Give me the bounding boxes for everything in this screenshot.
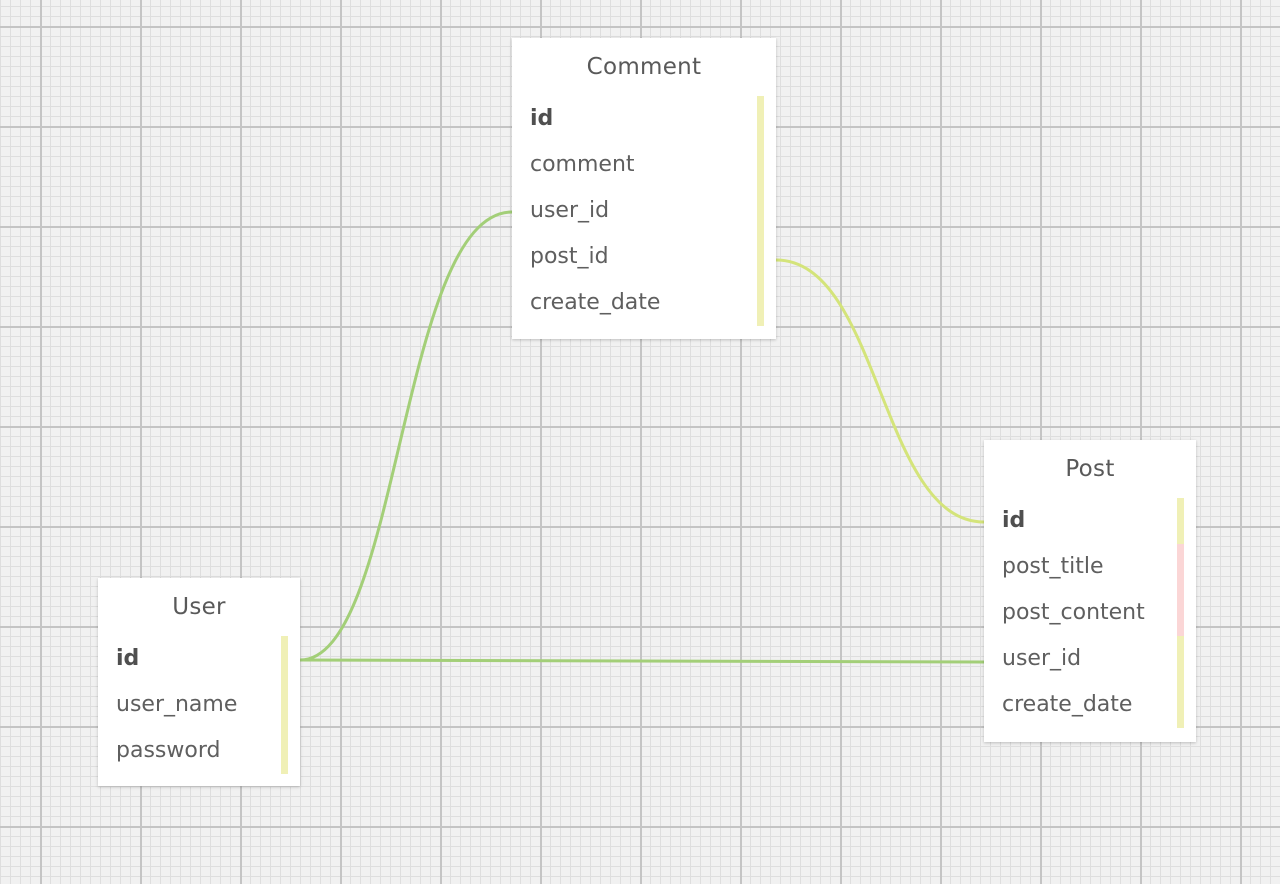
field-comment-post-id[interactable]: post_id: [512, 234, 776, 280]
field-comment-user-id[interactable]: user_id: [512, 188, 776, 234]
field-key-bar: [757, 234, 764, 280]
field-user-user-name[interactable]: user_name: [98, 682, 300, 728]
table-title-comment[interactable]: Comment: [586, 54, 702, 80]
field-post-id[interactable]: id: [984, 498, 1196, 544]
table-title-user[interactable]: User: [172, 594, 226, 620]
relation-user-id-post-user-id[interactable]: [299, 658, 985, 664]
field-user-password[interactable]: password: [98, 728, 300, 774]
field-label: create_date: [530, 290, 661, 315]
field-nonkey-bar: [1177, 544, 1184, 590]
field-post-create-date[interactable]: create_date: [984, 682, 1196, 728]
field-label: post_id: [530, 244, 609, 269]
field-nonkey-bar: [1177, 590, 1184, 636]
field-key-bar: [281, 728, 288, 774]
field-label: id: [116, 646, 140, 671]
field-post-post-title[interactable]: post_title: [984, 544, 1196, 590]
field-comment-comment[interactable]: comment: [512, 142, 776, 188]
field-list-post: id post_title post_content user_id creat…: [984, 498, 1196, 728]
field-comment-create-date[interactable]: create_date: [512, 280, 776, 326]
relation-user-id-comment-user-id[interactable]: [299, 210, 513, 662]
field-label: post_content: [1002, 600, 1145, 625]
field-key-bar: [757, 280, 764, 326]
field-key-bar: [1177, 636, 1184, 682]
field-label: user_id: [530, 198, 610, 223]
field-key-bar: [1177, 498, 1184, 544]
field-key-bar: [757, 142, 764, 188]
field-post-post-content[interactable]: post_content: [984, 590, 1196, 636]
field-label: user_name: [116, 692, 238, 717]
table-title-post[interactable]: Post: [1065, 456, 1115, 482]
field-key-bar: [1177, 682, 1184, 728]
field-label: user_id: [1002, 646, 1082, 671]
field-user-id[interactable]: id: [98, 636, 300, 682]
table-comment[interactable]: Comment id comment user_id post_id creat…: [512, 38, 776, 339]
field-label: create_date: [1002, 692, 1133, 717]
field-list-comment: id comment user_id post_id create_date: [512, 96, 776, 326]
table-user[interactable]: User id user_name password: [98, 578, 300, 786]
field-label: comment: [530, 152, 635, 177]
relation-comment-post-id-post-id[interactable]: [775, 258, 985, 524]
field-label: id: [1002, 508, 1026, 533]
field-key-bar: [281, 636, 288, 682]
field-key-bar: [281, 682, 288, 728]
field-label: password: [116, 738, 221, 763]
field-list-user: id user_name password: [98, 636, 300, 774]
field-key-bar: [757, 96, 764, 142]
field-label: id: [530, 106, 554, 131]
field-post-user-id[interactable]: user_id: [984, 636, 1196, 682]
field-key-bar: [757, 188, 764, 234]
field-label: post_title: [1002, 554, 1104, 579]
field-comment-id[interactable]: id: [512, 96, 776, 142]
table-post[interactable]: Post id post_title post_content user_id …: [984, 440, 1196, 742]
